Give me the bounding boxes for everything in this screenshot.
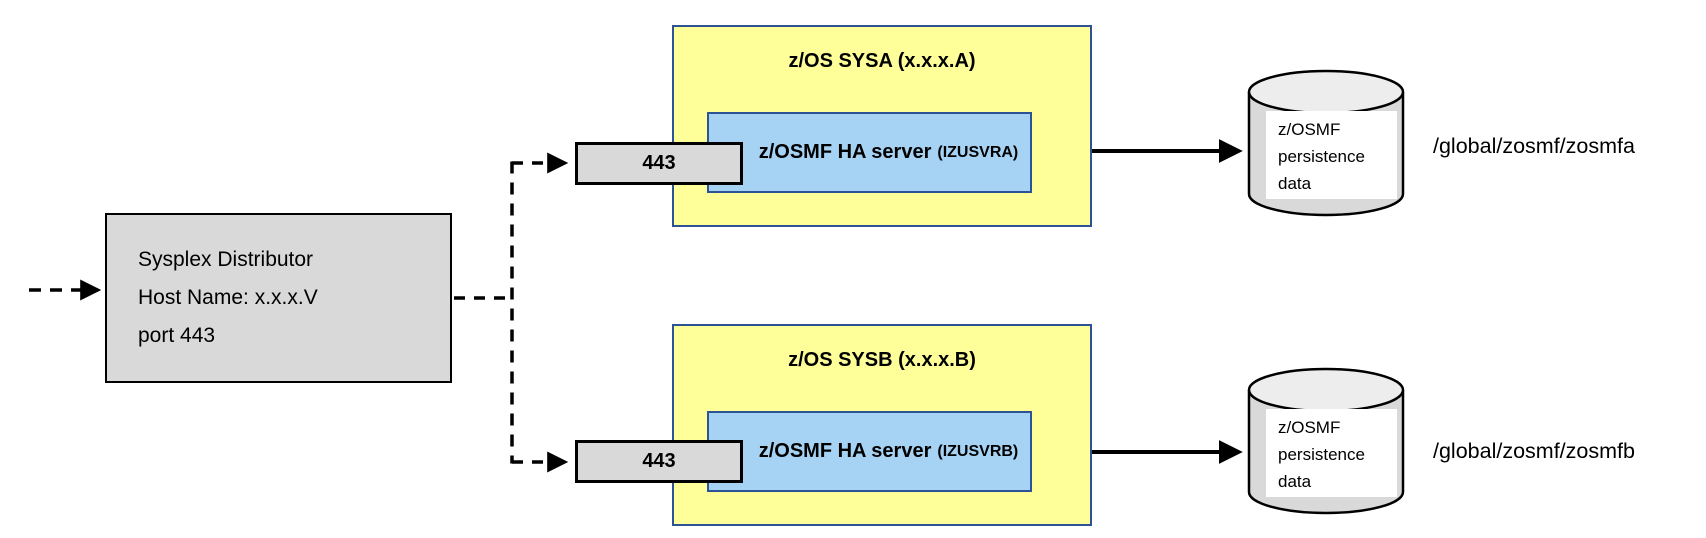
db-label-line: data	[1278, 472, 1312, 491]
db-label-line: persistence	[1278, 147, 1365, 166]
zos-sysb-title: z/OS SYSB (x.x.x.B)	[788, 349, 976, 371]
distributor-name: Sysplex Distributor	[138, 248, 314, 271]
server-sysb-name: z/OSMF HA server	[758, 440, 932, 462]
db-label-line: data	[1278, 174, 1312, 193]
distributor-hostname: Host Name: x.x.x.V	[138, 286, 318, 309]
distributor-port: port 443	[138, 324, 216, 347]
persistence-db-sysb-label: z/OSMF persistence data	[1266, 409, 1397, 497]
sysplex-distributor-box: Sysplex Distributor Host Name: x.x.x.V p…	[105, 213, 452, 383]
zosmf-ha-server-sysa-box: z/OSMF HA server (IZUSVRA)	[707, 112, 1032, 193]
db-label-line: persistence	[1278, 445, 1365, 464]
persistence-db-sysb-cylinder: z/OSMF persistence data	[1247, 367, 1405, 515]
mount-path-sysb: /global/zosmf/zosmfb	[1433, 439, 1635, 463]
db-label-line: z/OSMF	[1278, 120, 1341, 139]
server-sysb-instance-id: (IZUSVRB)	[937, 442, 1019, 460]
port-label-sysa: 443	[642, 152, 676, 174]
persistence-db-sysa-label: z/OSMF persistence data	[1266, 111, 1397, 199]
zos-sysa-title: z/OS SYSA (x.x.x.A)	[788, 50, 976, 72]
server-sysa-instance-id: (IZUSVRA)	[937, 143, 1019, 161]
persistence-db-sysa-cylinder: z/OSMF persistence data	[1247, 69, 1405, 217]
db-label-line: z/OSMF	[1278, 418, 1341, 437]
server-sysa-name: z/OSMF HA server	[758, 141, 932, 163]
mount-path-sysa: /global/zosmf/zosmfa	[1433, 134, 1635, 158]
port-box-sysa: 443	[575, 142, 743, 185]
port-label-sysb: 443	[642, 450, 676, 472]
port-box-sysb: 443	[575, 440, 743, 483]
zosmf-ha-server-sysb-box: z/OSMF HA server (IZUSVRB)	[707, 411, 1032, 492]
